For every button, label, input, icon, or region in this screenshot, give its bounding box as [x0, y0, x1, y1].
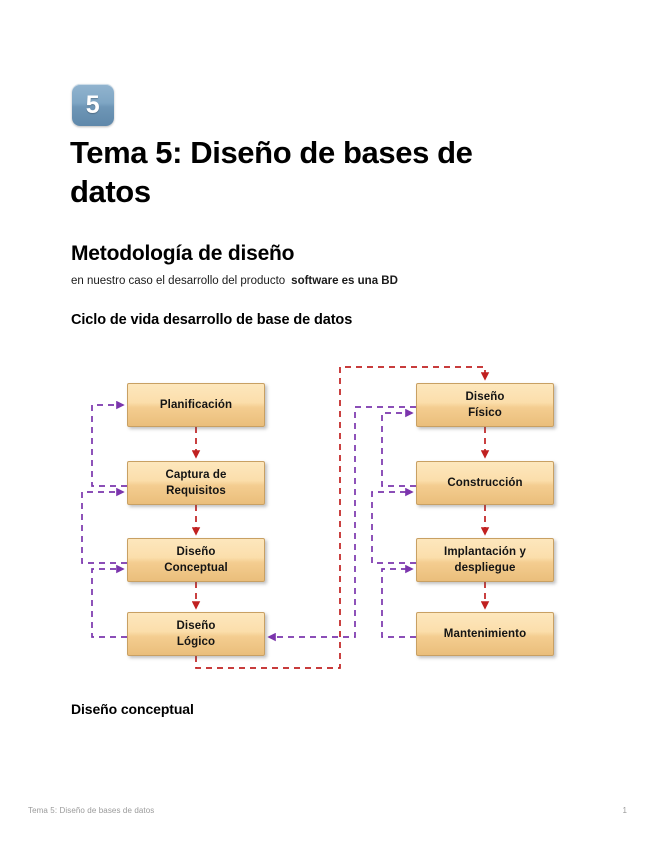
footer-left-text: Tema 5: Diseño de bases de datos [28, 806, 155, 815]
lead-text: en nuestro caso el desarrollo del produc… [71, 275, 286, 287]
subsection-heading-diseno-conceptual: Diseño conceptual [71, 701, 194, 717]
arrow-conceptual-to-captura [81, 487, 127, 564]
flow-box-construccion: Construcción [416, 461, 554, 505]
subsection-heading-ciclo-de-vida: Ciclo de vida desarrollo de base de dato… [71, 312, 353, 328]
chapter-number-badge: 5 [72, 84, 114, 126]
flow-box-label: Construcción [447, 476, 523, 489]
lead-text-emphasis: software es una BD [291, 275, 398, 287]
flow-box-planificacion: Planificación [127, 383, 265, 427]
section-heading-metodologia: Metodología de diseño [71, 242, 295, 265]
page-footer: Tema 5: Diseño de bases de datos 1 [28, 806, 627, 815]
arrow-logico-to-conceptual [91, 564, 127, 638]
flow-box-label: Planificación [159, 398, 233, 411]
page-title: Tema 5: Diseño de bases de datos [70, 135, 473, 210]
chapter-number-label: 5 [85, 90, 101, 119]
arrow-construccion-to-fisico [381, 408, 416, 487]
feedback-arrows-group [81, 400, 416, 642]
flow-box-label: Mantenimiento [443, 627, 527, 640]
lead-paragraph: en nuestro caso el desarrollo del produc… [71, 275, 398, 287]
flow-box-mantenimiento: Mantenimiento [416, 612, 554, 656]
arrow-captura-to-planificacion [91, 400, 127, 487]
footer-page-number: 1 [622, 806, 627, 815]
arrow-fisico-to-logico [267, 406, 416, 642]
arrow-mantenimiento-to-implantacion [381, 564, 416, 638]
arrow-implantacion-to-construccion [371, 487, 416, 564]
